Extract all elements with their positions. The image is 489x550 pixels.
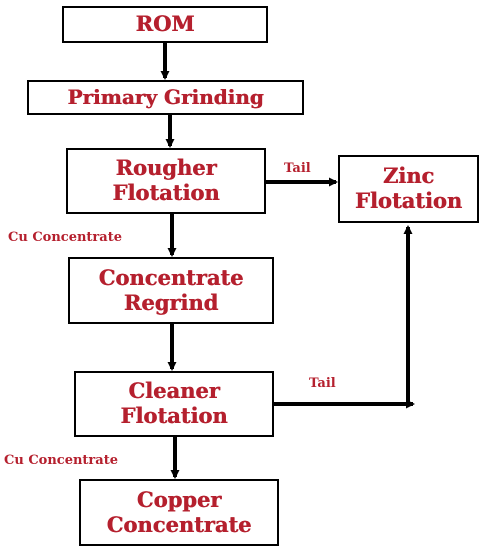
node-cleaner-flotation-label: Cleaner Flotation [120,378,228,428]
node-concentrate-regrind: Concentrate Regrind [68,257,274,324]
label-rougher-cu-concentrate: Cu Concentrate [8,230,122,245]
node-copper-concentrate: Copper Concentrate [79,479,279,546]
node-copper-concentrate-label: Copper Concentrate [106,486,252,537]
node-zinc-flotation: Zinc Flotation [338,155,479,223]
node-zinc-flotation-label: Zinc Flotation [354,163,463,213]
node-cleaner-flotation: Cleaner Flotation [74,371,274,437]
node-primary-grinding-label: Primary Grinding [67,84,264,109]
node-rom-label: ROM [135,11,195,37]
node-primary-grinding: Primary Grinding [27,80,304,115]
node-rom: ROM [62,6,268,43]
node-rougher-flotation: Rougher Flotation [66,148,266,214]
node-rougher-flotation-label: Rougher Flotation [112,155,220,205]
node-concentrate-regrind-label: Concentrate Regrind [98,264,244,315]
label-rougher-tail: Tail [284,161,311,176]
label-cleaner-cu-concentrate: Cu Concentrate [4,453,118,468]
label-cleaner-tail: Tail [309,376,336,391]
